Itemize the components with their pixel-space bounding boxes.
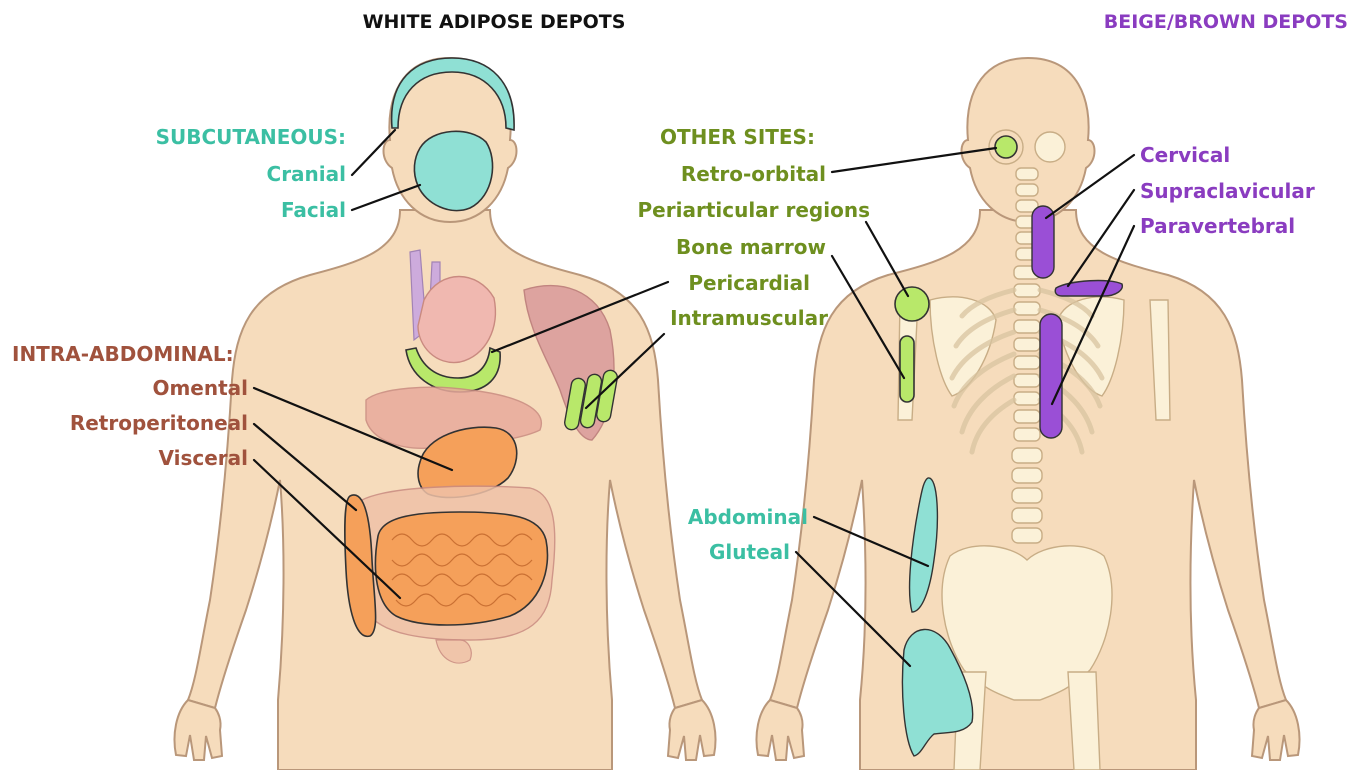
label-pericardial: Pericardial [688,271,810,295]
other-sites-title: OTHER SITES: [660,125,815,149]
visceral-fat [375,512,547,625]
back-left-hand [757,700,805,760]
front-right-hand [668,700,716,760]
label-visceral: Visceral [158,446,248,470]
label-periarticular: Periarticular regions [638,198,870,222]
label-retro-orbital: Retro-orbital [681,162,826,186]
label-abdominal: Abdominal [688,505,808,529]
label-bone-marrow: Bone marrow [676,235,826,259]
subcutaneous-title: SUBCUTANEOUS: [156,125,346,149]
label-omental: Omental [152,376,248,400]
heading-white-depots: WHITE ADIPOSE DEPOTS [363,11,626,33]
retro-orbital-fat [995,136,1017,158]
paravertebral-fat [1040,314,1062,438]
facial-fat [414,131,492,210]
intra-abdominal-title: INTRA-ABDOMINAL: [12,342,234,366]
label-paravertebral: Paravertebral [1140,214,1295,238]
label-supraclavicular: Supraclavicular [1140,179,1315,203]
label-cranial: Cranial [267,162,346,186]
front-left-hand [175,700,223,760]
femur-right [1068,672,1100,770]
back-right-hand [1252,700,1300,760]
label-cervical: Cervical [1140,143,1230,167]
label-intramuscular: Intramuscular [670,306,828,330]
bone-marrow-fat [900,336,914,402]
heading-beige-brown-depots: BEIGE/BROWN DEPOTS [1104,11,1348,33]
front-body [175,58,716,770]
eye-socket-right [1035,132,1065,162]
label-gluteal: Gluteal [709,540,790,564]
periarticular-fat [895,287,929,321]
cervical-fat [1032,206,1054,278]
label-retroperitoneal: Retroperitoneal [70,411,248,435]
label-facial: Facial [281,198,346,222]
